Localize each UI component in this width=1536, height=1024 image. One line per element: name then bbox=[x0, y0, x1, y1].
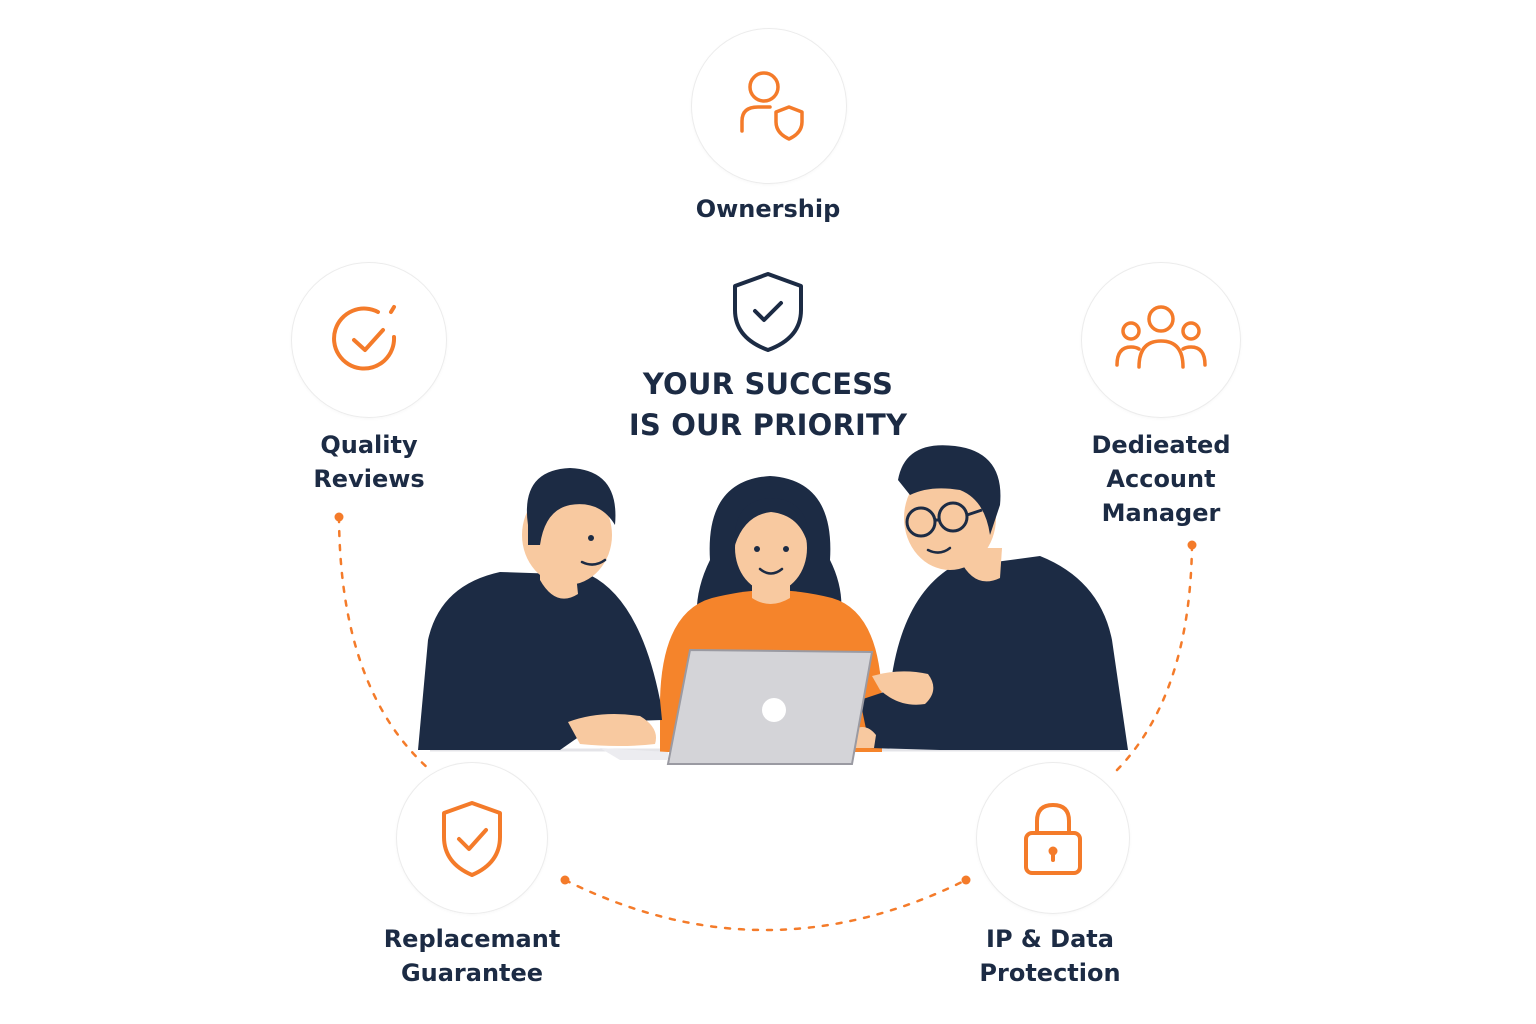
padlock-icon bbox=[1024, 802, 1082, 875]
headline: YOUR SUCCESS IS OUR PRIORITY bbox=[628, 367, 908, 442]
feature-label-quality-reviews: Quality Reviews bbox=[313, 431, 425, 493]
feature-label-account-manager: Dedieated Account Manager bbox=[1091, 431, 1231, 527]
quality-reviews-circle bbox=[291, 262, 447, 418]
man-right-figure bbox=[852, 445, 1128, 750]
center-shield-check-icon bbox=[733, 272, 803, 352]
feature-label-ip-protection: IP & Data Protection bbox=[979, 925, 1121, 987]
feature-label-ownership: Ownership bbox=[695, 195, 841, 223]
user-shield-icon bbox=[740, 71, 804, 141]
ip-protection-circle bbox=[976, 762, 1130, 914]
laptop-logo bbox=[762, 698, 786, 722]
account-manager-circle bbox=[1081, 262, 1241, 418]
laptop bbox=[600, 648, 874, 765]
ownership-circle bbox=[691, 28, 847, 184]
connector-bottom bbox=[563, 878, 968, 932]
feature-label-replacement-guarantee: Replacemant Guarantee bbox=[383, 925, 561, 987]
connector-left bbox=[337, 515, 432, 772]
team-icon bbox=[1115, 305, 1207, 369]
man-left-figure bbox=[418, 468, 662, 750]
replacement-guarantee-circle bbox=[396, 762, 548, 914]
shield-check-icon bbox=[442, 801, 502, 877]
check-circle-icon bbox=[332, 305, 397, 371]
